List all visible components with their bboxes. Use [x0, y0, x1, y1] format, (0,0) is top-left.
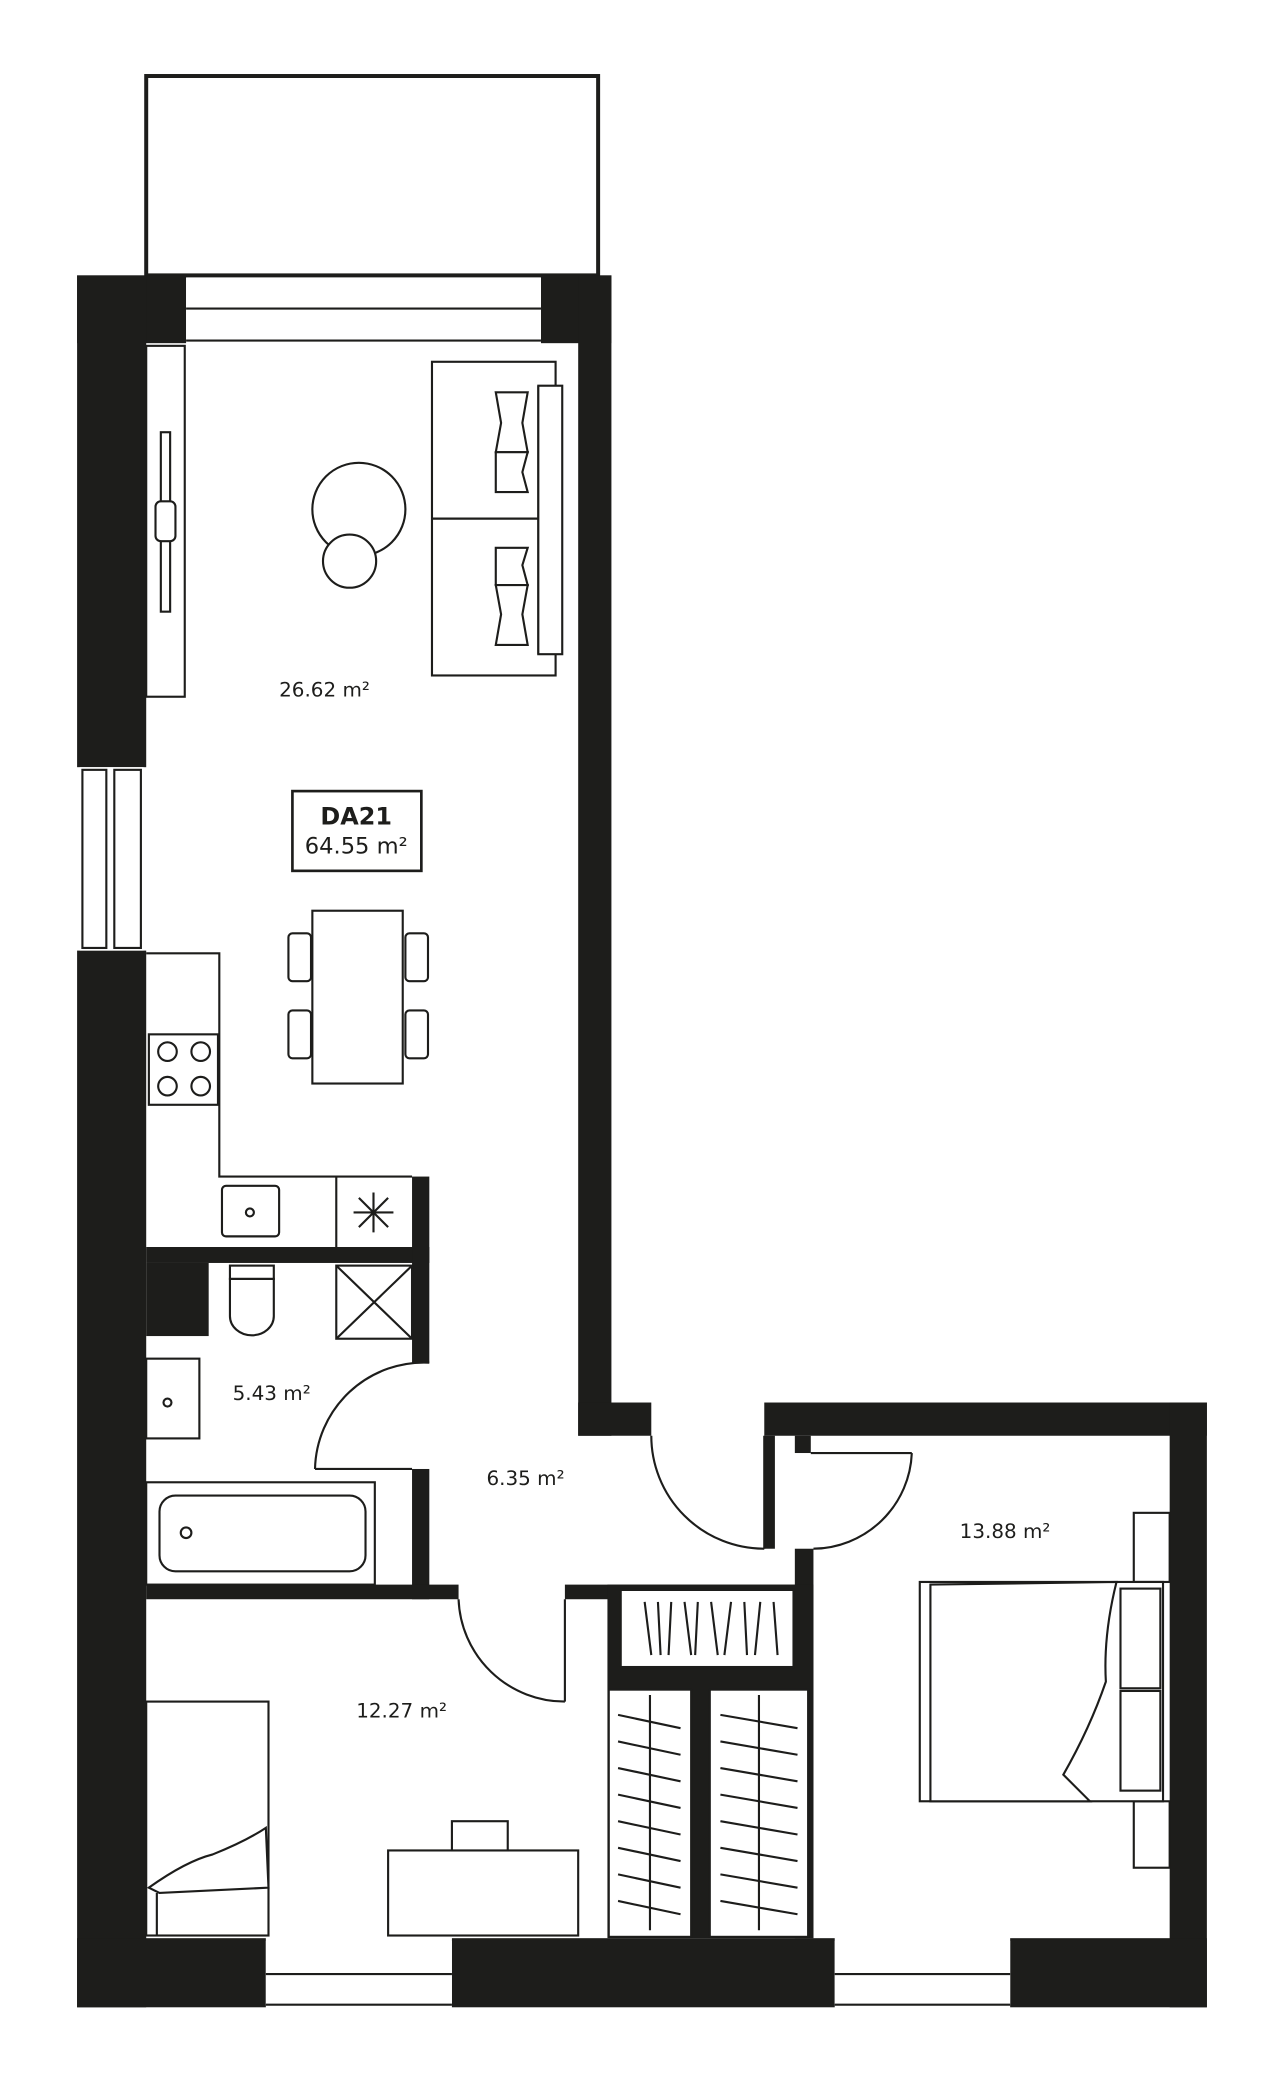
area-bathroom: 5.43 m²	[233, 1382, 311, 1405]
window-top	[186, 278, 541, 342]
bathroom-fixtures	[145, 1264, 414, 1586]
doors	[313, 1361, 913, 1703]
window-bottom-left	[265, 1940, 452, 2006]
sofa	[430, 360, 564, 677]
apartment-total-area: 64.55 m²	[305, 834, 408, 860]
window-left	[79, 767, 144, 951]
tv-cabinet	[145, 344, 186, 698]
wardrobes	[607, 1588, 810, 1938]
area-bedroom-large: 13.88 m²	[960, 1520, 1051, 1543]
apartment-code: DA21	[320, 802, 392, 830]
single-bed	[145, 1700, 270, 1937]
apartment-badge: DA21 64.55 m²	[291, 789, 423, 873]
desk	[387, 1820, 580, 1937]
double-bed	[918, 1511, 1171, 1869]
area-hallway: 6.35 m²	[486, 1467, 564, 1490]
balcony	[144, 74, 601, 278]
dining-set	[287, 909, 430, 1085]
area-living: 26.62 m²	[279, 679, 370, 702]
kitchen	[146, 952, 413, 1248]
area-bedroom-small: 12.27 m²	[356, 1700, 447, 1723]
window-bottom-right	[834, 1940, 1011, 2006]
coffee-tables	[311, 461, 407, 589]
